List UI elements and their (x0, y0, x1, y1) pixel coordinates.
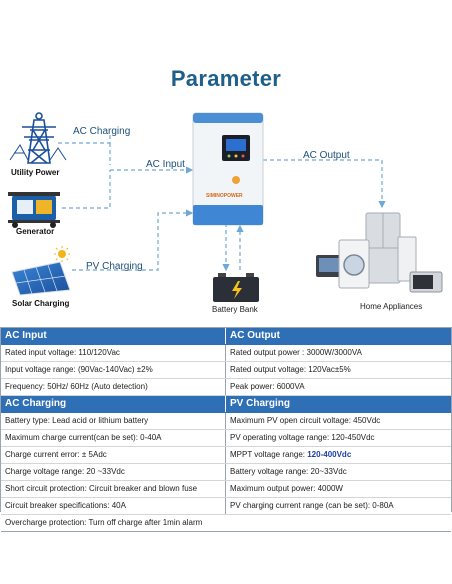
connection-lines (58, 135, 386, 272)
table-cell: Overcharge protection: Turn off charge a… (5, 518, 203, 527)
table-cell: Battery type: Lead acid or lithium batte… (1, 413, 226, 429)
brand-logo-text: SIMINOPOWER (206, 193, 243, 199)
table-cell: Rated output voltage: 120Vac±5% (230, 365, 351, 374)
table-cell: MPPT voltage range: 120-400Vdc (226, 447, 451, 463)
table-row: Short circuit protection: Circuit breake… (1, 481, 451, 498)
solar-panel-icon (11, 246, 71, 296)
ac-charging-header: AC Charging (1, 396, 226, 412)
table-row: Overcharge protection: Turn off charge a… (1, 515, 451, 532)
pv-charging-header: PV Charging (230, 398, 291, 409)
generator-caption: Generator (16, 227, 55, 236)
table-cell: Maximum PV open circuit voltage: 450Vdc (230, 416, 381, 425)
ac-charging-label: AC Charging (73, 126, 131, 137)
table-row: Charge voltage range: 20 ~33Vdc Battery … (1, 464, 451, 481)
table-row: Charge current error: ± 5Adc MPPT voltag… (1, 447, 451, 464)
pv-line (72, 209, 194, 271)
generator-icon (8, 192, 60, 228)
page-title: Parameter (170, 66, 282, 91)
table-cell: Frequency: 50Hz/ 60Hz (Auto detection) (1, 379, 226, 395)
generator-line (62, 170, 111, 209)
table-cell: Maximum output power: 4000W (230, 484, 343, 493)
mppt-label: MPPT voltage range: (230, 450, 308, 459)
solar-charging-caption: Solar Charging (12, 299, 70, 308)
table-row: Rated input voltage: 110/120Vac Rated ou… (1, 345, 451, 362)
table-row: Frequency: 50Hz/ 60Hz (Auto detection) P… (1, 379, 451, 396)
pv-charging-label: PV Charging (86, 261, 143, 272)
table-cell: PV charging current range (can be set): … (230, 501, 394, 510)
table-cell: Maximum charge current(can be set): 0-40… (1, 430, 226, 446)
ac-input-label: AC Input (146, 159, 185, 170)
inverter-device (192, 112, 264, 226)
table-cell: Input voltage range: (90Vac-140Vac) ±2% (1, 362, 226, 378)
ac-input-header: AC Input (1, 328, 226, 344)
table-cell: Rated output power : 3000W/3000VA (230, 348, 362, 357)
ac-output-label: AC Output (303, 150, 350, 161)
table-cell: Peak power: 6000VA (230, 382, 305, 391)
section-header-row: AC Charging PV Charging (1, 396, 451, 413)
ac-output-header: AC Output (230, 330, 280, 341)
system-diagram (8, 112, 443, 302)
ac-output-arrow (263, 159, 386, 209)
parameter-table: AC Input AC Output Rated input voltage: … (0, 327, 452, 532)
table-row: Maximum charge current(can be set): 0-40… (1, 430, 451, 447)
battery-bank-caption: Battery Bank (212, 305, 258, 314)
home-appliances-caption: Home Appliances (360, 302, 423, 311)
home-appliances-icon (316, 212, 443, 293)
table-row: Input voltage range: (90Vac-140Vac) ±2% … (1, 362, 451, 379)
mppt-value: 120-400Vdc (307, 450, 352, 459)
table-row: Circuit breaker specifications: 40A PV c… (1, 498, 451, 515)
table-row: Battery type: Lead acid or lithium batte… (1, 413, 451, 430)
table-cell: Charge current error: ± 5Adc (1, 447, 226, 463)
battery-icon (213, 273, 259, 302)
table-cell: Circuit breaker specifications: 40A (1, 498, 226, 514)
table-cell: Rated input voltage: 110/120Vac (1, 345, 226, 361)
table-cell: Battery voltage range: 20~33Vdc (230, 467, 347, 476)
table-cell: Charge voltage range: 20 ~33Vdc (1, 464, 226, 480)
table-cell: Short circuit protection: Circuit breake… (1, 481, 226, 497)
table-cell: PV operating voltage range: 120-450Vdc (230, 433, 375, 442)
section-header-row: AC Input AC Output (1, 328, 451, 345)
utility-power-caption: Utility Power (11, 168, 60, 177)
power-tower-icon (9, 112, 67, 164)
